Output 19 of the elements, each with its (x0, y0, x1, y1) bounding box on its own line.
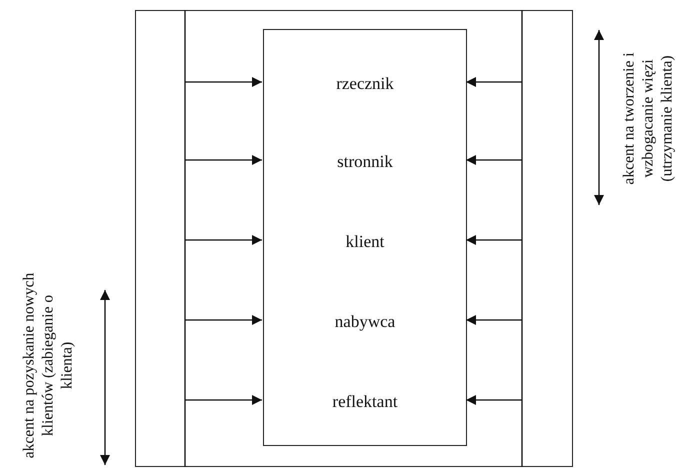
term-text: klient (346, 232, 384, 252)
arrow (185, 315, 262, 325)
rotated-note: akcent na pozyskanie nowych klientów (zabieganie o klienta) (20, 271, 76, 460)
term-text: stronnik (337, 152, 393, 172)
term-text: reflektant (332, 392, 398, 412)
arrow (185, 395, 262, 405)
inner-box (263, 29, 467, 446)
arrow (185, 77, 262, 87)
term-text: nabywca (334, 312, 396, 332)
term-text: rzecznik (336, 74, 394, 94)
arrow (466, 155, 522, 165)
arrow (185, 235, 262, 245)
rotated-note: akcent na tworzenie i wzbogacanie więzi (utrzymanie klienta) (620, 50, 676, 186)
arrow (466, 315, 522, 325)
arrow (466, 395, 522, 405)
frame-box (135, 10, 573, 467)
arrow (466, 235, 522, 245)
arrow (185, 155, 262, 165)
arrow (466, 77, 522, 87)
